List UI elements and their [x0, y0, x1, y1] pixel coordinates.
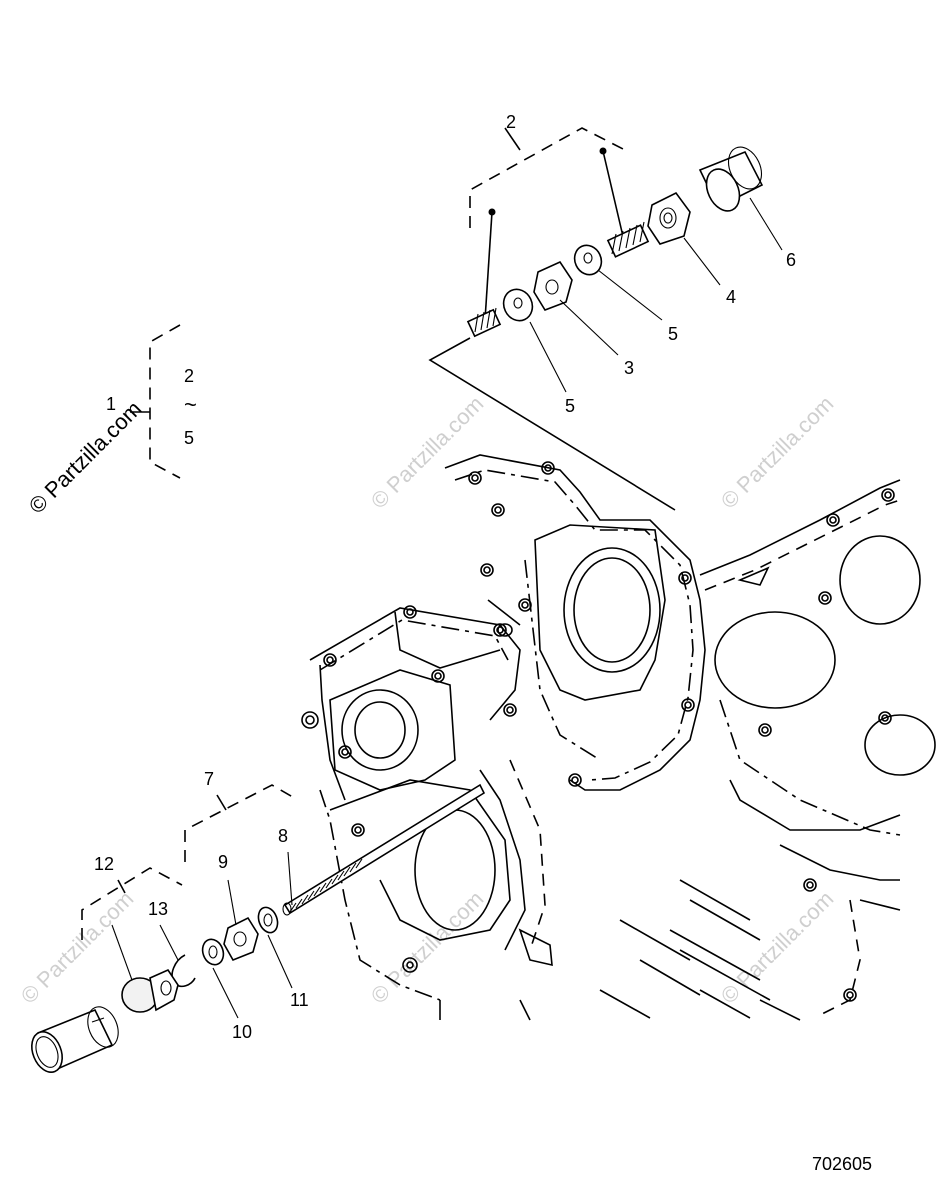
watermark-main: © Partzilla.com: [24, 396, 147, 519]
callout-4: 4: [726, 287, 736, 307]
callout-5a: 5: [668, 324, 678, 344]
hex-nut-9: [223, 916, 259, 962]
spring-part: [466, 307, 502, 338]
callout-12: 12: [94, 854, 114, 874]
watermark-2: © Partzilla.com: [716, 391, 839, 514]
callout-5b: 5: [565, 396, 575, 416]
washer-10: [201, 938, 225, 966]
callouts: 1 2 ~ 5 2 3 4 5 5 6 7 8 9 10 11 12 13: [94, 112, 796, 1042]
washer-11: [257, 906, 279, 934]
watermark-5: © Partzilla.com: [716, 886, 839, 1009]
watermark-1: © Partzilla.com: [366, 391, 489, 514]
cap-nut-4: [647, 191, 691, 245]
callout-11: 11: [290, 990, 309, 1010]
callout-2: 2: [506, 112, 516, 132]
callout-13: 13: [148, 899, 168, 919]
kit-1-bracket: [130, 324, 181, 479]
watermarks: © Partzilla.com © Partzilla.com © Partzi…: [16, 391, 839, 1009]
spring-part-right: [606, 221, 650, 258]
callout-7: 7: [204, 769, 214, 789]
callout-10: 10: [232, 1022, 252, 1042]
sleeve-6: [698, 146, 764, 212]
lower-adjuster-assembly: [31, 783, 486, 1073]
adjuster-stud-8: [282, 783, 486, 916]
callout-range-tilde: ~: [184, 392, 197, 417]
callout-8: 8: [278, 826, 288, 846]
callout-2-range-start: 2: [184, 366, 194, 386]
acorn-cap-12: [121, 968, 179, 1013]
upper-adjuster-assembly: [428, 127, 783, 511]
washer-5-right: [573, 244, 603, 276]
callout-1: 1: [106, 394, 116, 414]
callout-5-range-end: 5: [184, 428, 194, 448]
callout-6: 6: [786, 250, 796, 270]
engine-block: [301, 454, 936, 1021]
drawing-number: 702605: [812, 1154, 872, 1174]
washer-5-left: [502, 288, 534, 322]
callout-3: 3: [624, 358, 634, 378]
sleeve-lower: [31, 1006, 119, 1073]
watermark-4: © Partzilla.com: [366, 886, 489, 1009]
hex-nut-3: [533, 260, 573, 311]
callout-9: 9: [218, 852, 228, 872]
